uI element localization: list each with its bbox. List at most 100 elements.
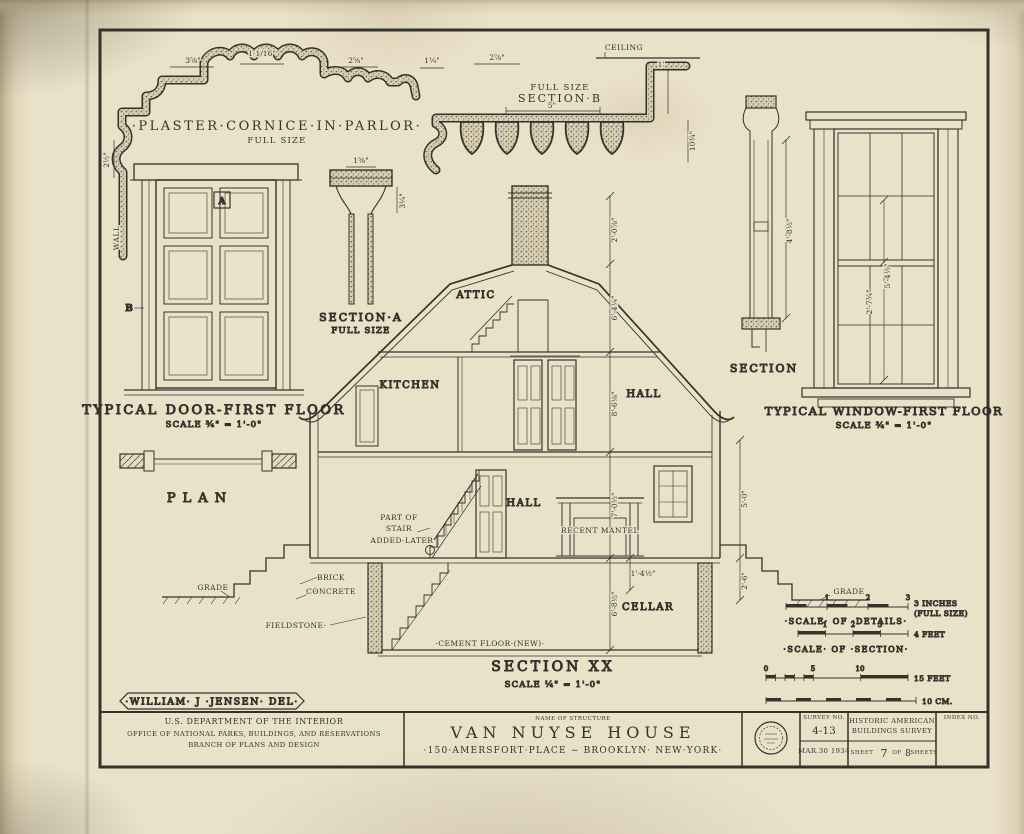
sheet-mid: OF (892, 750, 901, 756)
dimension-label: 6'-8½" (610, 592, 619, 617)
signature-text: ·WILLIAM· J ·JENSEN· DEL· (125, 697, 299, 708)
window-title: TYPICAL WINDOW-FIRST FLOOR (765, 404, 1003, 418)
dimension-label: 2⅞" (489, 53, 505, 62)
inches-num-1: 1 (825, 594, 829, 602)
dimension-label: 5" (548, 101, 556, 110)
feet15-num-0: 0 (764, 665, 768, 673)
sheet-no: 7 (881, 747, 888, 760)
door-plan-drawing: PLAN (119, 450, 297, 507)
sheet-border (98, 28, 990, 769)
signature-box: ·WILLIAM· J ·JENSEN· DEL· (119, 692, 305, 710)
note-recent-mantel: RECENT MANTEL (561, 526, 639, 535)
dimension-label: 8'-6⅛" (610, 392, 619, 417)
dimension-label: 1⅜" (353, 156, 369, 165)
note-fieldstone: FIELDSTONE· (266, 621, 327, 630)
mantel (556, 497, 644, 557)
dimension-label: 5'-4½" (883, 264, 892, 289)
feet15-num-10: 10 (856, 665, 865, 673)
room-label-kitchen: KITCHEN (379, 380, 440, 391)
roof-left (298, 264, 513, 421)
section-b-title: SECTION·B (518, 92, 602, 105)
note-stair-2: STAIR (386, 524, 412, 533)
door-title: TYPICAL DOOR-FIRST FLOOR (82, 403, 346, 418)
section-a-title: SECTION·A (319, 311, 403, 324)
door-marker-a: A (218, 197, 227, 207)
note-grade-left: GRADE (197, 583, 228, 592)
dimension-label: 10¾" (688, 131, 697, 151)
note-grade-right: GRADE (833, 587, 864, 596)
section-b-band-fill (424, 63, 689, 173)
dimension-label: 5'-0" (740, 490, 749, 508)
note-brick: BRICK (317, 573, 345, 582)
section-a-drawing: SECTION·A FULL SIZE (319, 166, 403, 337)
wall-label: WALL (112, 226, 121, 251)
sheet-prefix: SHEET (851, 750, 874, 756)
steps-left (162, 544, 310, 598)
structure-name: VAN NUYSE HOUSE (449, 723, 695, 742)
inches-num-3: 3 (906, 594, 910, 602)
room-label-hall-lower: HALL (506, 498, 541, 509)
feet4-num-2: 2 (851, 621, 855, 629)
window-section-label: SECTION (730, 362, 798, 375)
feet15-label: 15 FEET (914, 674, 951, 683)
roof-right (547, 264, 735, 421)
section-caption: ·SCALE· OF ·SECTION· (783, 645, 908, 654)
dimension-label: 7'-0½" (610, 493, 619, 518)
dimension-label: 2½" (102, 152, 111, 168)
title-block: U.S. DEPARTMENT OF THE INTERIOR OFFICE O… (127, 715, 980, 760)
structure-address: ·150·AMERSFORT·PLACE ~ BROOKLYN· NEW·YOR… (424, 746, 723, 756)
scale-bar-inches: 1 2 3 3 INCHES (FULL SIZE) ·SCALE· OF ·D… (784, 594, 968, 627)
cellar-stair (391, 563, 449, 650)
room-label-cellar: CELLAR (622, 602, 674, 613)
habs-stamp-icon (754, 721, 788, 755)
door-scale-label: SCALE ¾" = 1'-0" (166, 419, 263, 430)
cornice-profile-fill (113, 45, 419, 259)
dimension-label: 1'-4½" (631, 569, 656, 578)
foundation-left (367, 562, 383, 654)
section-a-scale-label: FULL SIZE (331, 326, 390, 336)
note-stair-3: ADDED·LATER (370, 536, 434, 545)
index-label: INDEX NO. (944, 715, 980, 721)
dimension-layer: 3⅝"1-1/16"2⅝"1¼"2⅞"2½"5"1'10¾"1⅜"3¼"2'-0… (101, 48, 894, 618)
feet4-label: 4 FEET (914, 630, 945, 639)
attic-stair (471, 303, 514, 352)
feet15-num-5: 5 (811, 665, 815, 673)
section-xx-scale-label: SCALE ¼" = 1'-0" (505, 679, 602, 690)
steps-right (720, 544, 868, 601)
dimension-label: 3¼" (398, 193, 407, 209)
details-caption: ·SCALE· OF ·DETAILS· (785, 617, 908, 626)
agency-line-3: BRANCH OF PLANS AND DESIGN (188, 741, 319, 749)
section-xx-title: SECTION XX (491, 659, 615, 675)
cornice-dim-lines (113, 63, 520, 178)
section-b-drawing: CEILING FULL SIZE SECTION·B (423, 42, 700, 175)
door-elevation-drawing: A B TYPICAL DOOR-FIRST FLOOR SCALE ¾" = … (82, 163, 346, 431)
paper-crease (84, 0, 90, 834)
dimension-label: 3⅝" (185, 56, 201, 65)
dimension-label: 1¼" (424, 56, 440, 65)
dimension-label: 2'-6" (740, 572, 749, 590)
room-label-attic: ATTIC (455, 290, 495, 301)
cornice-title: ·PLASTER·CORNICE·IN·PARLOR· (132, 119, 422, 134)
window-scale-label: SCALE ¾" = 1'-0" (836, 420, 933, 431)
dimension-label: 1' (658, 60, 665, 69)
window-elevation-drawing: TYPICAL WINDOW-FIRST FLOOR SCALE ¾" = 1'… (764, 111, 1003, 432)
door-marker-b: B (125, 304, 133, 314)
plaster-cornice-drawing: ·PLASTER·CORNICE·IN·PARLOR· FULL SIZE WA… (111, 43, 520, 261)
dimension-label: 1-1/16" (248, 49, 276, 58)
survey-date: MAR.30 1934 (798, 747, 850, 755)
feet4-num-3: 3 (878, 621, 882, 629)
scale-bar-feet15: 0 5 10 15 FEET (763, 665, 951, 684)
window-jamb-section-drawing: SECTION (729, 95, 798, 376)
dimension-label: 2'-7¾" (865, 290, 874, 315)
scale-bars: 1 2 3 3 INCHES (FULL SIZE) ·SCALE· OF ·D… (763, 594, 968, 707)
section-b-dims (505, 52, 700, 162)
feet4-num-1: 1 (823, 621, 827, 629)
sheet-total: 8 (905, 749, 911, 759)
note-concrete: CONCRETE (306, 587, 356, 596)
survey-label: SURVEY NO. (803, 715, 844, 721)
habs-line-2: BUILDINGS SURVEY (852, 727, 932, 735)
structure-label: NAME OF STRUCTURE (535, 716, 611, 722)
dimension-label: 4'-8½" (785, 219, 794, 244)
